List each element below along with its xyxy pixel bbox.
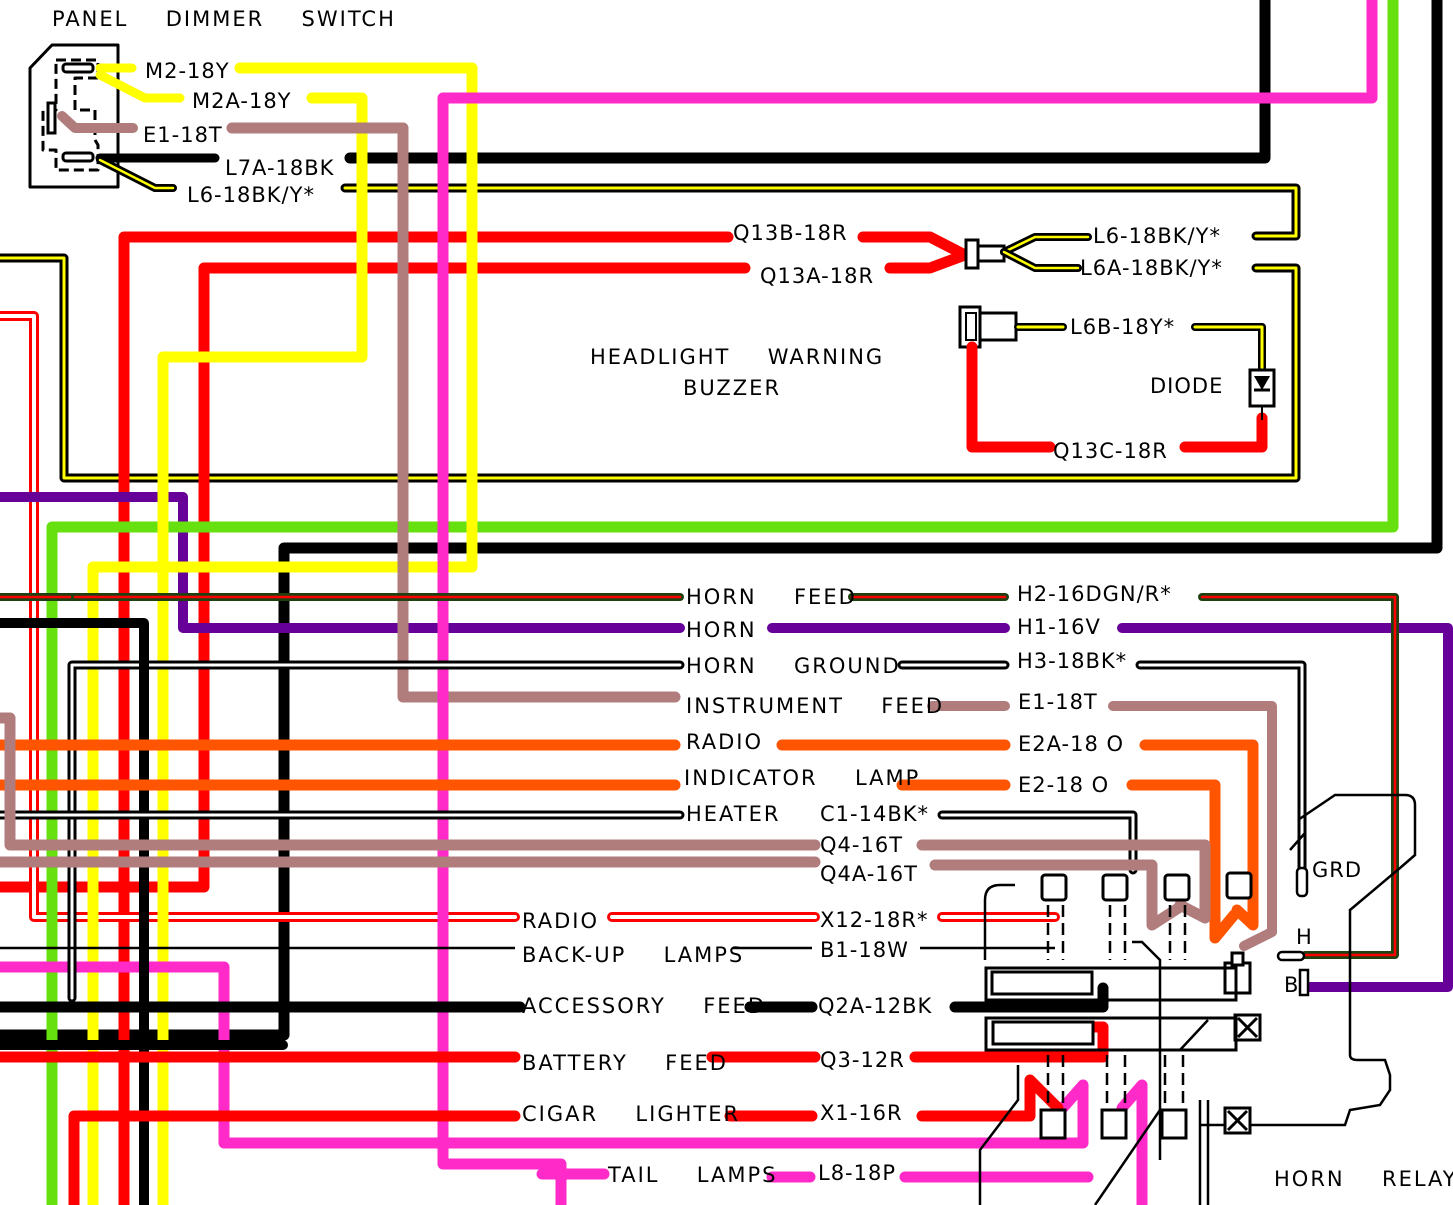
circuit-label-radio-x12: RADIO	[522, 909, 599, 933]
buzzer-connector-top	[857, 231, 1092, 274]
wire-q4-tan-right	[916, 839, 1211, 924]
circuit-label-instrument-feed: INSTRUMENT FEED	[686, 694, 944, 718]
buzzer-connector-bottom	[958, 305, 1268, 453]
fuse-terminals-top	[1040, 871, 1253, 902]
code-label-l8: L8-18P	[818, 1161, 896, 1185]
headlight-warning-label: HEADLIGHT WARNING	[590, 345, 884, 369]
code-label-q4: Q4-16T	[820, 833, 903, 857]
circuit-label-radio: RADIO	[686, 730, 763, 754]
code-label-x1: X1-16R	[820, 1101, 903, 1125]
wire-h1-purple-right	[1117, 623, 1453, 992]
diode-label: DIODE	[1150, 374, 1223, 398]
wire-m2a-yellow	[157, 92, 368, 1205]
wire-pink-main	[437, 0, 1378, 1205]
wire-l7a-black-frame	[344, 0, 1271, 164]
code-label-q4a: Q4A-16T	[820, 862, 918, 886]
code-label-h3: H3-18BK*	[1017, 649, 1127, 673]
diode-symbol	[1248, 368, 1276, 420]
wire-pink-relay	[1116, 1079, 1148, 1205]
wire-l6-bk-y-frame	[0, 183, 1301, 483]
wire-q4-tan	[0, 712, 821, 851]
wire-e1-tan	[226, 122, 681, 703]
fuse-block	[978, 871, 1253, 1205]
code-label-e1: E1-18T	[1018, 690, 1098, 714]
wire-c1-black-outline	[0, 810, 1138, 875]
wire-label-m2a-18y: M2A-18Y	[192, 89, 292, 113]
buzzer-label: BUZZER	[683, 376, 781, 400]
wire-label-q13c-18r: Q13C-18R	[1053, 439, 1168, 463]
panel-dimmer-switch-label: PANEL DIMMER SWITCH	[52, 7, 396, 31]
circuit-label-indicator-lamp: INDICATOR LAMP	[684, 766, 920, 790]
wire-label-q13a-18r: Q13A-18R	[760, 264, 874, 288]
circuit-function-labels: HORN FEED HORN HORN GROUND INSTRUMENT FE…	[522, 585, 944, 1187]
fuse-terminals-bottom	[1039, 1108, 1188, 1140]
code-label-e2a: E2A-18 O	[1018, 732, 1124, 756]
code-label-e2: E2-18 O	[1018, 773, 1109, 797]
code-label-x12: X12-18R*	[820, 908, 929, 932]
wire-e1-tan-right	[1108, 701, 1277, 951]
code-label-c1: C1-14BK*	[820, 802, 929, 826]
circuit-label-horn-ground: HORN GROUND	[686, 654, 901, 678]
grd-terminal-label: GRD	[1312, 858, 1362, 882]
circuit-label-back-up-lamps: BACK-UP LAMPS	[522, 943, 744, 967]
code-label-q2a: Q2A-12BK	[818, 994, 933, 1018]
circuit-label-cigar-lighter: CIGAR LIGHTER	[522, 1102, 740, 1126]
wire-label-l7a-18bk: L7A-18BK	[225, 156, 335, 180]
wire-x1-red	[68, 1110, 521, 1205]
circuit-label-accessory-feed: ACCESSORY FEED	[522, 994, 766, 1018]
wire-x12-red-white	[0, 311, 1060, 922]
code-label-h2: H2-16DGN/R*	[1017, 582, 1172, 606]
wire-label-q13b-18r: Q13B-18R	[733, 221, 848, 245]
wire-label-l6-18bk-y: L6-18BK/Y*	[187, 183, 315, 207]
wire-l8-pink	[0, 961, 1089, 1149]
wire-e2-orange-right	[1126, 779, 1240, 944]
wire-q3-red-right	[909, 1021, 1109, 1063]
wire-e2a-orange-right	[1139, 739, 1259, 931]
wire-x1-red-right	[916, 1074, 1064, 1122]
h-terminal-label: H	[1296, 925, 1313, 949]
wire-q4a-tan-right	[929, 859, 1186, 931]
wire-label-e1-18t: E1-18T	[143, 123, 223, 147]
b-terminal-label: B	[1284, 973, 1299, 997]
circuit-label-tail-lamps: TAIL LAMPS	[607, 1163, 777, 1187]
code-label-b1: B1-18W	[820, 938, 909, 962]
circuit-label-horn: HORN	[686, 618, 757, 642]
wire-q2a-black-right	[949, 982, 1109, 1013]
circuit-label-battery-feed: BATTERY FEED	[522, 1051, 728, 1075]
wire-label-l6b-18y: L6B-18Y*	[1070, 315, 1175, 339]
circuit-code-labels: H2-16DGN/R* H1-16V H3-18BK* E1-18T E2A-1…	[818, 582, 1172, 1185]
panel-dimmer-switch-symbol	[28, 43, 220, 192]
horn-relay-label: HORN RELAY	[1274, 1167, 1453, 1191]
circuit-label-heater: HEATER	[686, 802, 780, 826]
wire-black-right-edge	[0, 0, 1443, 1041]
circuit-label-horn-feed: HORN FEED	[686, 585, 857, 609]
code-label-q3: Q3-12R	[820, 1048, 905, 1072]
wire-label-m2-18y: M2-18Y	[145, 59, 230, 83]
wire-label-l6-18bk-y-buzzer: L6-18BK/Y*	[1093, 224, 1221, 248]
code-label-h1: H1-16V	[1017, 615, 1101, 639]
wire-h3-black-outline	[67, 660, 1307, 1003]
wire-label-l6a-18bk-y: L6A-18BK/Y*	[1080, 256, 1223, 280]
